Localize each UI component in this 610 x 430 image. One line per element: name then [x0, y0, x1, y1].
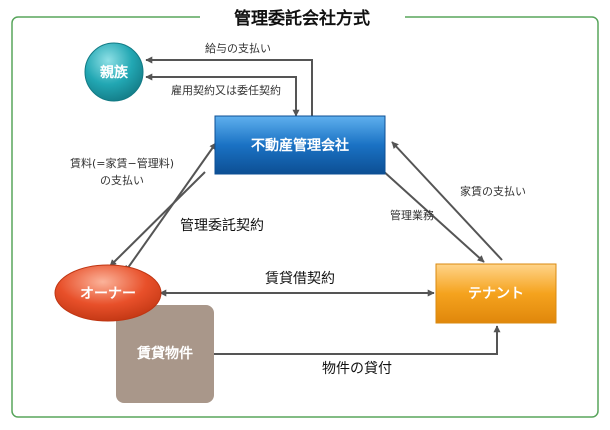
arrow-management-work [381, 169, 485, 263]
arrow-salary [145, 56, 313, 116]
label-lease-contract: 賃貸借契約 [265, 271, 335, 287]
arrow-property-lending [214, 325, 501, 355]
node-owner-label: オーナー [80, 286, 136, 302]
label-management-work: 管理業務 [390, 208, 434, 222]
label-rent-fee-line2: の支払い [100, 173, 144, 187]
node-company-label: 不動産管理会社 [251, 137, 349, 154]
node-tenant-label: テナント [468, 286, 524, 302]
node-owner [54, 264, 162, 322]
label-management-contract: 管理委託契約 [180, 218, 264, 234]
node-company [214, 115, 386, 175]
arrow-rent-payment [391, 141, 503, 261]
label-rent-payment: 家賃の支払い [460, 184, 526, 198]
node-relative-label: 親族 [100, 64, 129, 81]
node-tenant [435, 263, 557, 324]
label-salary: 給与の支払い [205, 41, 271, 55]
label-property-lending: 物件の貸付 [322, 361, 392, 377]
arrow-employment [145, 73, 300, 117]
node-property [116, 305, 214, 403]
label-rent-fee-line1: 賃料(=家賃−管理料) [70, 156, 174, 170]
node-property-label: 賃貸物件 [136, 345, 193, 362]
arrow-management-contract [124, 142, 217, 273]
node-relative [84, 42, 144, 102]
label-employment: 雇用契約又は委任契約 [171, 83, 281, 97]
title-background [200, 6, 405, 30]
diagram-title: 管理委託会社方式 [234, 8, 370, 29]
